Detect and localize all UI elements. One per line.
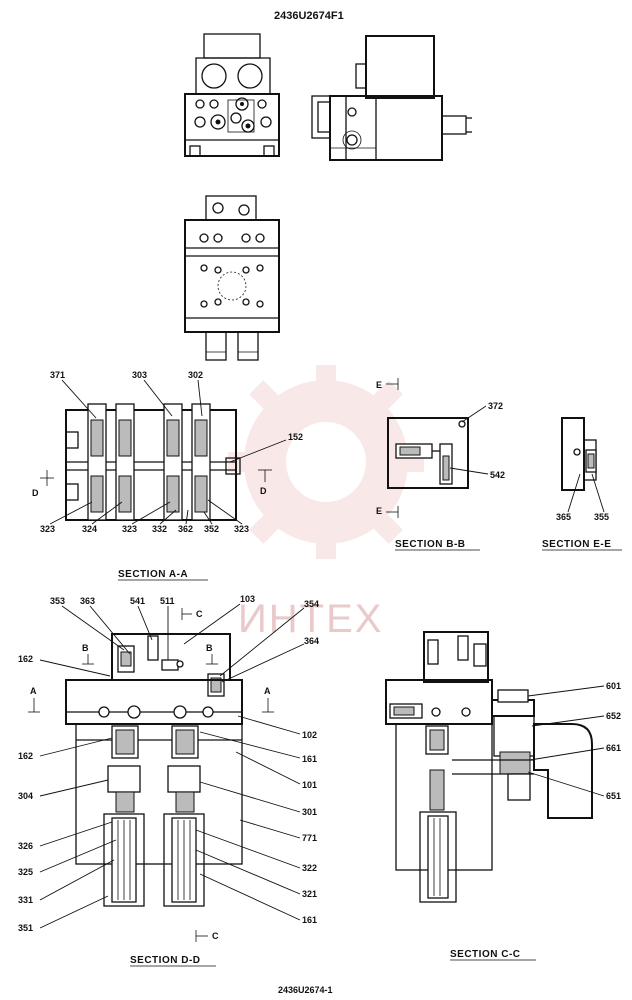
label-152: 152	[288, 432, 303, 442]
section-cc-drawing	[385, 631, 593, 903]
label-355: 355	[594, 512, 609, 522]
marker-a-right: A	[264, 686, 271, 696]
watermark-logo	[228, 365, 424, 559]
section-dd-title: SECTION D-D	[130, 955, 201, 966]
label-771: 771	[302, 833, 317, 843]
label-332: 332	[152, 524, 167, 534]
label-354: 354	[304, 599, 319, 609]
label-101: 101	[302, 780, 317, 790]
label-326: 326	[18, 841, 33, 851]
label-162-a: 162	[18, 654, 33, 664]
label-323-b: 323	[122, 524, 137, 534]
label-661: 661	[606, 743, 621, 753]
drawing-title: 2436U2674F1	[274, 10, 344, 22]
section-bb-drawing: E E	[376, 378, 469, 518]
section-aa-leaders	[49, 379, 287, 525]
section-ee-title: SECTION E-E	[542, 539, 611, 550]
label-301: 301	[302, 807, 317, 817]
drawing-footer: 2436U2674-1	[278, 985, 333, 995]
label-303: 303	[132, 370, 147, 380]
label-353: 353	[50, 596, 65, 606]
marker-c-bottom: C	[212, 931, 219, 941]
marker-d-left: D	[32, 488, 39, 498]
label-321: 321	[302, 889, 317, 899]
section-dd-drawing: B B A A C C	[28, 608, 274, 942]
label-372: 372	[488, 401, 503, 411]
label-102: 102	[302, 730, 317, 740]
label-302: 302	[188, 370, 203, 380]
label-162-b: 162	[18, 751, 33, 761]
marker-b-left: B	[82, 643, 89, 653]
label-351: 351	[18, 923, 33, 933]
label-541: 541	[130, 596, 145, 606]
section-cc-title: SECTION C-C	[450, 949, 521, 960]
label-365: 365	[556, 512, 571, 522]
section-dd-leaders	[39, 603, 305, 929]
label-331: 331	[18, 895, 33, 905]
label-362: 362	[178, 524, 193, 534]
label-323-c: 323	[234, 524, 249, 534]
marker-c-top: C	[196, 609, 203, 619]
label-652: 652	[606, 711, 621, 721]
marker-b-right: B	[206, 643, 213, 653]
marker-e-bottom: E	[376, 506, 382, 516]
section-bb-title: SECTION B-B	[395, 539, 466, 550]
label-371: 371	[50, 370, 65, 380]
label-325: 325	[18, 867, 33, 877]
label-322: 322	[302, 863, 317, 873]
section-aa-title: SECTION A-A	[118, 569, 188, 580]
label-511: 511	[160, 596, 175, 606]
watermark-text: ИНТЕХ	[238, 597, 383, 641]
marker-a-left: A	[30, 686, 37, 696]
label-601: 601	[606, 681, 621, 691]
label-364: 364	[304, 636, 319, 646]
top-front-view	[184, 33, 280, 157]
label-161-a: 161	[302, 754, 317, 764]
label-323-a: 323	[40, 524, 55, 534]
label-542: 542	[490, 470, 505, 480]
middle-front-view	[184, 195, 280, 361]
label-304: 304	[18, 791, 33, 801]
section-aa-drawing	[40, 403, 272, 521]
top-side-view	[311, 35, 472, 161]
label-324: 324	[82, 524, 97, 534]
label-363: 363	[80, 596, 95, 606]
label-161-b: 161	[302, 915, 317, 925]
marker-d-right: D	[260, 486, 267, 496]
marker-e-top: E	[376, 380, 382, 390]
label-651: 651	[606, 791, 621, 801]
label-103: 103	[240, 594, 255, 604]
label-352: 352	[204, 524, 219, 534]
section-ee-drawing	[561, 417, 597, 491]
